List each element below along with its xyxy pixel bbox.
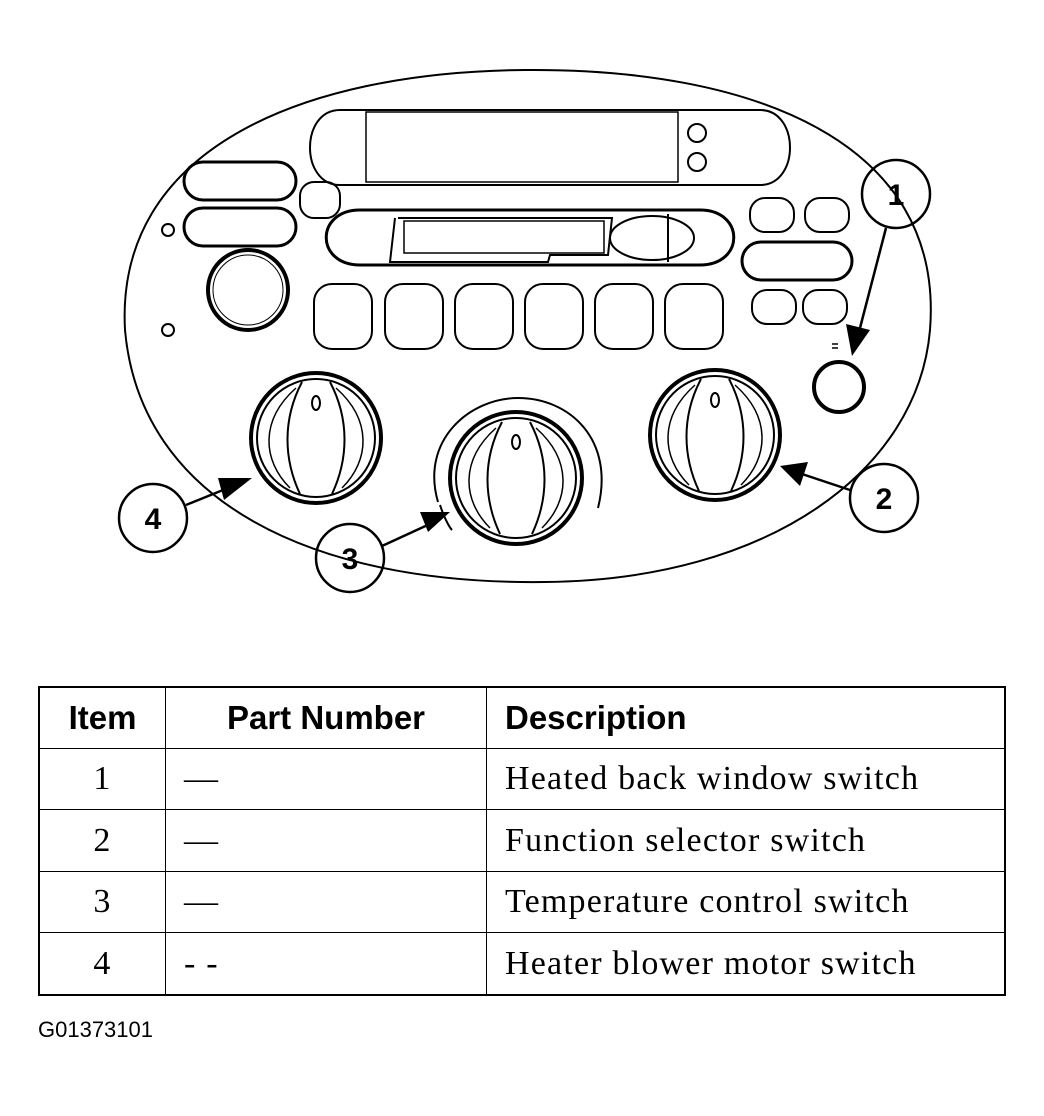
radio-button [802,289,848,325]
cell-item: 4 [38,932,166,996]
callout-number-4: 4 [145,503,162,536]
indicator-dot [161,323,175,337]
temperature-control-knob [433,396,603,546]
function-selector-knob [648,368,782,502]
radio-button [182,206,298,248]
preset-button [594,283,654,350]
cell-description: Temperature control switch [486,870,1006,934]
panel-outline [123,68,932,584]
radio-button [740,240,854,282]
arrowhead-3 [420,512,450,532]
leader-line-1 [858,227,888,329]
table-row: 3 — Temperature control switch [38,870,1006,934]
header-description: Description [486,686,1006,749]
radio-button [804,197,850,233]
cell-description: Heated back window switch [486,747,1006,811]
cell-part-number: - - [165,932,487,996]
callout-circle-1 [860,158,932,230]
radio-button [749,197,795,233]
callout-circle-3 [314,522,386,594]
indicator-dot [161,223,175,237]
heater-control-panel-diagram: 1 2 3 4 [117,68,932,594]
radio-button [751,289,797,325]
header-part-number: Part Number [165,686,487,749]
table-row: 2 — Function selector switch [38,809,1006,872]
callout-circle-2 [848,462,920,534]
heater-blower-motor-knob [249,371,383,505]
cell-part-number: — [165,870,487,934]
callout-number-3: 3 [342,543,359,576]
arrowhead-2 [780,462,808,486]
cell-part-number: — [165,747,487,811]
arrowhead-4 [218,478,252,500]
radio-display-slot [309,109,791,186]
cell-description: Function selector switch [486,809,1006,872]
callout-number-2: 2 [876,483,893,516]
cell-description: Heater blower motor switch [486,932,1006,996]
parts-table: Item Part Number Description 1 — Heated … [38,686,1006,996]
cassette-slot [324,208,736,267]
callout-number-1: 1 [888,179,905,212]
radio-button [299,181,341,219]
arrowhead-1 [846,324,870,356]
header-item: Item [38,686,166,749]
table-row: 1 — Heated back window switch [38,747,1006,811]
callout-circle-4 [117,482,189,554]
cell-item: 1 [38,747,166,811]
leader-line-3 [381,521,433,548]
preset-button [454,283,514,350]
table-row: 4 - - Heater blower motor switch [38,932,1006,996]
heated-back-window-switch [812,360,866,414]
volume-knob [206,248,290,332]
radio-button [182,160,298,202]
preset-button [384,283,444,350]
preset-button [313,283,373,350]
cell-item: 3 [38,870,166,934]
table-header-row: Item Part Number Description [38,686,1006,749]
cell-item: 2 [38,809,166,872]
cell-part-number: — [165,809,487,872]
figure-id: G01373101 [38,1017,153,1042]
leader-line-4 [185,486,229,507]
preset-button [664,283,724,350]
preset-button [524,283,584,350]
